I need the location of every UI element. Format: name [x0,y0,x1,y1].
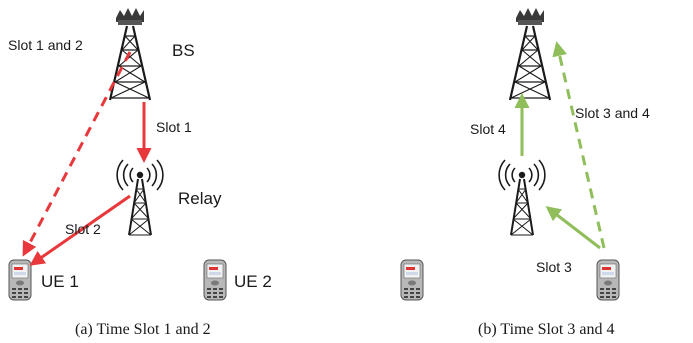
edge-bs-ue1-arrow [22,51,132,257]
edge-ue2-bs-label: Slot 3 and 4 [575,105,650,121]
ue2-label: UE 2 [234,272,272,291]
edge-relay-ue1-label: Slot 2 [65,221,101,237]
relay-antenna-icon [498,159,546,236]
panel-a: Slot 1 and 2 BS Slot 1 Relay Slot 2 UE 1… [8,6,272,338]
caption-a: (a) Time Slot 1 and 2 [75,321,211,338]
panel-b: Slot 3 and 4 Slot 4 Slot 3 (b) Time Slot… [400,6,650,338]
relay-label: Relay [178,189,222,208]
edge-relay-bs-label: Slot 4 [470,121,506,137]
ue1-label: UE 1 [41,272,79,291]
mobile-phone-icon [400,259,424,301]
mobile-phone-icon [8,259,32,301]
edge-ue2-relay-arrow [545,206,601,250]
edge-ue2-bs-arrow [552,41,606,249]
edge-relay-ue1-arrow [29,194,131,266]
relay-antenna-icon [116,159,164,236]
edge-bs-ue1-label: Slot 1 and 2 [8,37,83,53]
bs-label: BS [172,41,195,60]
mobile-phone-icon [596,259,620,301]
mobile-phone-icon [203,259,227,301]
edge-bs-relay-label: Slot 1 [156,119,192,135]
edge-ue2-relay-label: Slot 3 [536,259,572,275]
cell-tower-icon [508,6,552,102]
caption-b: (b) Time Slot 3 and 4 [478,321,614,338]
